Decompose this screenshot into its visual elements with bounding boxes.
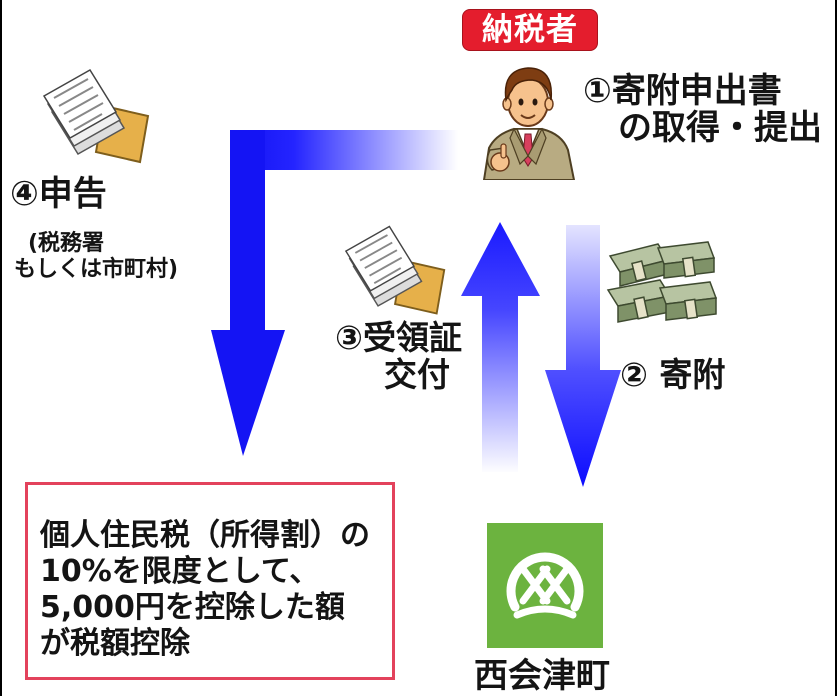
deduction-line3: 5,000円を控除した額 xyxy=(40,590,345,625)
declaration-arrow-vertical xyxy=(230,130,265,332)
deduction-line2: 10%を限度として、 xyxy=(40,554,320,589)
declaration-arrow xyxy=(211,130,458,456)
donation-arrow-down xyxy=(545,225,621,487)
receipt-arrow-head xyxy=(461,222,540,296)
money-stack-icon xyxy=(606,241,718,323)
step4-label: ④申告 xyxy=(10,174,107,214)
businessman-icon xyxy=(482,67,576,180)
step1-line2: の取得・提出 xyxy=(618,108,822,148)
receipt-arrow-shaft xyxy=(482,292,518,472)
step3-line1: ③受領証 xyxy=(335,318,462,357)
donation-arrow-head xyxy=(545,370,621,487)
deduction-box: 個人住民税（所得割）の 10%を限度として、 5,000円を控除した額 が税額控… xyxy=(25,482,395,680)
step4-note-line1: (税務署 xyxy=(28,231,105,256)
step4-note-line2: もしくは市町村) xyxy=(14,257,179,282)
declaration-arrow-horizontal xyxy=(230,130,458,170)
donation-arrow-shaft xyxy=(566,225,600,373)
town-name: 西会津町 xyxy=(474,656,610,696)
declaration-arrow-head xyxy=(211,330,285,456)
taxpayer-badge: 納税者 xyxy=(462,9,598,51)
step2-label: ② 寄附 xyxy=(620,355,726,394)
receipt-documents-icon xyxy=(344,225,446,315)
documents-icon xyxy=(42,68,150,164)
step3-line2: 交付 xyxy=(384,355,450,394)
step1-line1: ①寄附申出書 xyxy=(583,71,782,111)
town-logo-icon xyxy=(487,523,603,648)
deduction-line4: が税額控除 xyxy=(40,626,190,661)
deduction-line1: 個人住民税（所得割）の xyxy=(40,518,370,553)
receipt-arrow-up xyxy=(461,222,540,472)
